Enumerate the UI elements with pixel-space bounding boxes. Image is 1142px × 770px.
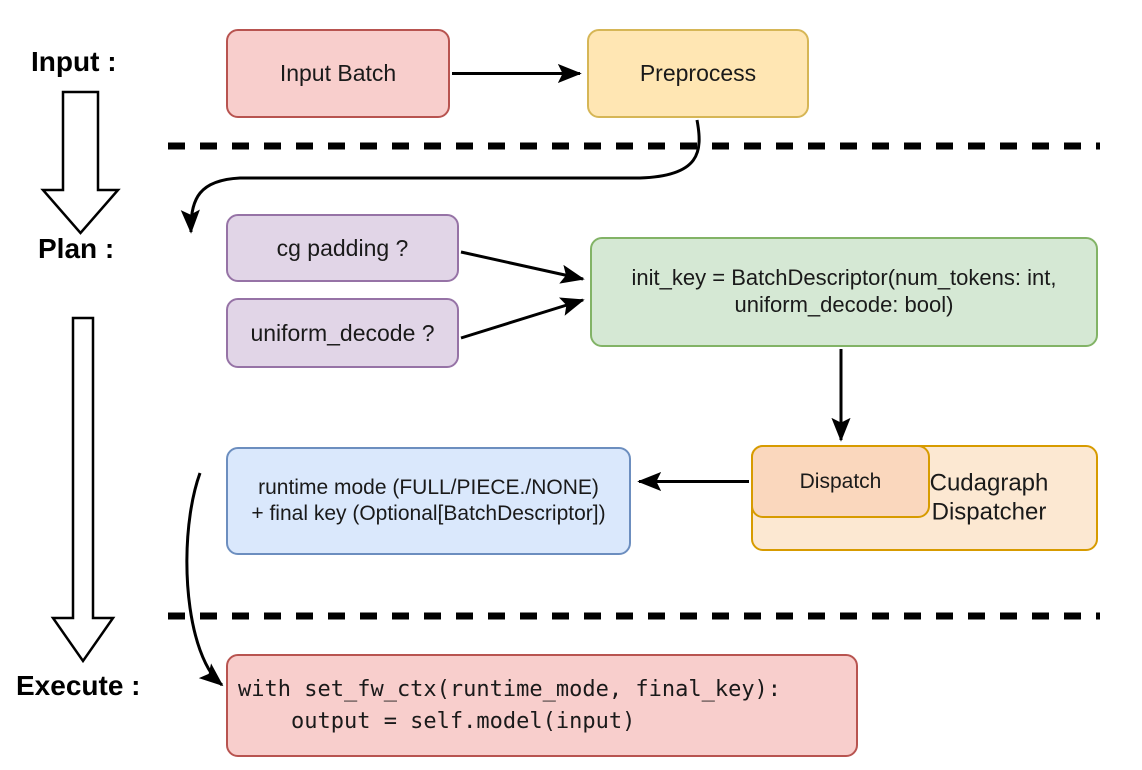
- stage-label-input: Input :: [31, 46, 117, 77]
- node-init-key-label-line1: init_key = BatchDescriptor(num_tokens: i…: [631, 265, 1057, 291]
- node-runtime-mode[interactable]: runtime mode (FULL/PIECE./NONE) + final …: [226, 447, 631, 555]
- node-init-key-label-line2: uniform_decode: bool): [734, 292, 954, 317]
- stage-label-execute: Execute :: [16, 670, 141, 701]
- node-init-key[interactable]: init_key = BatchDescriptor(num_tokens: i…: [590, 237, 1098, 347]
- node-uniform-decode-label: uniform_decode ?: [250, 319, 435, 346]
- node-cudagraph-dispatcher-label-line2: Dispatcher: [931, 499, 1047, 526]
- node-preprocess[interactable]: Preprocess: [587, 29, 809, 118]
- node-cg-padding[interactable]: cg padding ?: [226, 214, 459, 282]
- edge-uniform-decode-to-init-key: [460, 297, 585, 340]
- node-execute-code[interactable]: with set_fw_ctx(runtime_mode, final_key)…: [226, 654, 858, 757]
- edge-cg-padding-to-init-key: [460, 250, 585, 284]
- node-dispatch[interactable]: Dispatch: [751, 445, 930, 518]
- node-cudagraph-dispatcher-label-line1: Cudagraph: [929, 469, 1049, 497]
- node-uniform-decode[interactable]: uniform_decode ?: [226, 298, 459, 368]
- edge-runtime-mode-to-execute-code: [185, 472, 224, 687]
- node-preprocess-label: Preprocess: [639, 60, 757, 87]
- block-arrow-input-to-plan: [40, 90, 121, 235]
- node-input-batch[interactable]: Input Batch: [226, 29, 450, 118]
- node-input-batch-label: Input Batch: [279, 60, 397, 87]
- node-cg-padding-label: cg padding ?: [276, 234, 409, 261]
- block-arrow-plan-to-execute: [50, 316, 116, 664]
- node-execute-code-text: with set_fw_ctx(runtime_mode, final_key)…: [238, 676, 782, 734]
- node-runtime-mode-label-line1: runtime mode (FULL/PIECE./NONE): [258, 476, 599, 500]
- node-dispatch-label: Dispatch: [799, 469, 882, 493]
- stage-label-plan: Plan :: [38, 233, 115, 264]
- node-runtime-mode-label-line2: + final key (Optional[BatchDescriptor]): [251, 502, 606, 525]
